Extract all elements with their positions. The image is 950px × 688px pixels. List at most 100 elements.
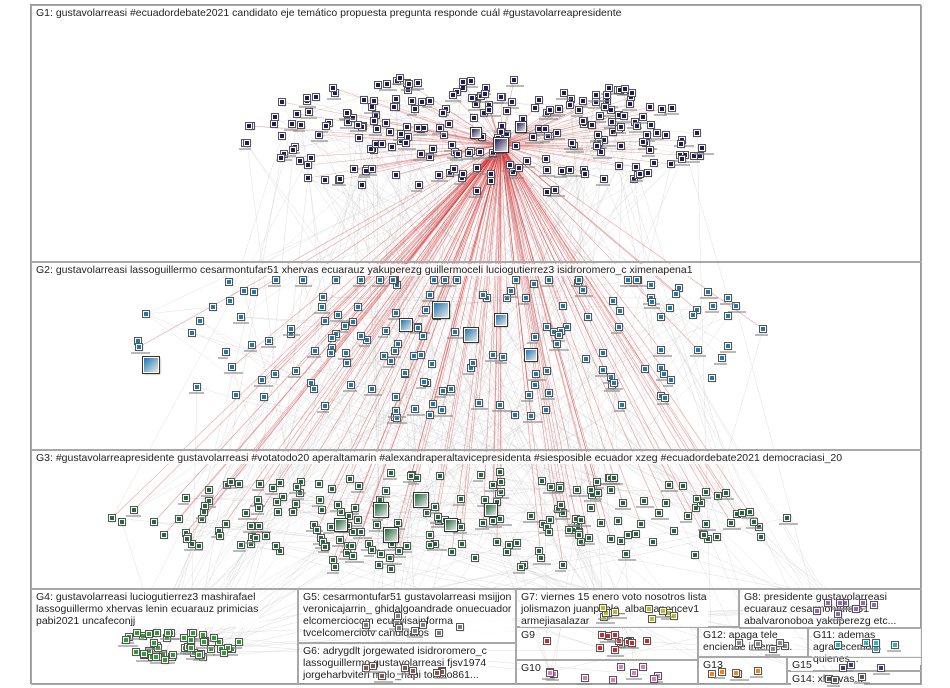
node-g3[interactable] <box>670 527 678 535</box>
node-g2[interactable] <box>496 401 504 409</box>
node-g4[interactable] <box>195 651 203 659</box>
node-g3[interactable] <box>545 528 553 536</box>
node-g1[interactable] <box>454 150 462 158</box>
node-g2[interactable] <box>260 393 268 401</box>
node-g1[interactable] <box>271 113 279 121</box>
node-g1[interactable] <box>600 175 608 183</box>
node-g3[interactable] <box>334 501 342 509</box>
node-g1[interactable] <box>418 98 426 106</box>
node-g3[interactable] <box>403 542 411 550</box>
node-g3[interactable] <box>471 554 479 562</box>
node-g2[interactable] <box>392 407 400 415</box>
node-g4[interactable] <box>210 634 218 642</box>
group-g6[interactable]: G6: adrygdlt jorgewated isidroromero_c l… <box>298 643 516 685</box>
node-g1[interactable] <box>555 105 563 113</box>
node-g2[interactable] <box>543 323 551 331</box>
node-g2[interactable] <box>342 349 350 357</box>
node-g2[interactable] <box>657 313 665 321</box>
node-g1[interactable] <box>667 160 675 168</box>
node-g3[interactable] <box>289 508 297 516</box>
node-g2[interactable] <box>332 330 340 338</box>
node-g3[interactable] <box>557 501 565 509</box>
node-g1[interactable] <box>414 124 422 132</box>
node-g3[interactable] <box>205 486 213 494</box>
node-g2[interactable] <box>718 354 726 362</box>
node-g1[interactable] <box>459 170 467 178</box>
node-g1[interactable] <box>603 91 611 99</box>
node-g1[interactable] <box>678 155 686 163</box>
node-g1[interactable] <box>560 89 568 97</box>
node-g3[interactable] <box>496 468 504 476</box>
node-g1[interactable] <box>278 98 286 106</box>
node-g2[interactable] <box>357 276 365 284</box>
node-g2[interactable] <box>394 340 402 348</box>
node-g2[interactable] <box>618 401 626 409</box>
node-g2[interactable] <box>429 400 437 408</box>
node-g4[interactable] <box>224 644 232 652</box>
node-g1[interactable] <box>426 97 434 105</box>
node-g2[interactable] <box>527 412 535 420</box>
node-g2[interactable] <box>225 278 233 286</box>
node-g1[interactable] <box>646 103 654 111</box>
node-g3[interactable] <box>702 520 710 528</box>
node-g1[interactable] <box>508 98 516 106</box>
node-g14[interactable] <box>831 676 839 684</box>
node-g9[interactable] <box>598 631 606 639</box>
node-g3[interactable] <box>242 509 250 517</box>
node-g2[interactable] <box>196 317 204 325</box>
node-g3[interactable] <box>702 488 710 496</box>
node-g3[interactable] <box>497 488 505 496</box>
node-g3[interactable] <box>118 518 126 526</box>
node-g2[interactable] <box>410 352 418 360</box>
node-g2[interactable] <box>522 294 530 302</box>
node-g2[interactable] <box>321 402 329 410</box>
node-g13[interactable] <box>754 667 762 675</box>
node-g3[interactable] <box>649 538 657 546</box>
node-g3[interactable] <box>200 508 208 516</box>
group-g7[interactable]: G7: viernes 15 enero voto nosotros lista… <box>516 589 739 627</box>
node-g4[interactable] <box>145 630 153 638</box>
node-g1[interactable] <box>392 95 400 103</box>
node-g1[interactable] <box>543 188 551 196</box>
node-g1[interactable] <box>336 175 344 183</box>
node-g2[interactable] <box>616 307 624 315</box>
node-g1[interactable] <box>329 84 337 92</box>
node-g1[interactable] <box>280 150 288 158</box>
node-g3[interactable] <box>457 495 465 503</box>
node-g1[interactable] <box>647 121 655 129</box>
node-g1[interactable] <box>581 170 589 178</box>
node-g3[interactable] <box>497 478 505 486</box>
node-g3[interactable] <box>328 485 336 493</box>
node-g1[interactable] <box>312 93 320 101</box>
node-g2[interactable] <box>542 406 550 414</box>
group-g15[interactable]: G15 <box>787 657 922 671</box>
profile-node-g3[interactable] <box>383 527 399 543</box>
node-g1[interactable] <box>402 139 410 147</box>
node-g1[interactable] <box>509 168 517 176</box>
node-g3[interactable] <box>692 504 700 512</box>
node-g3[interactable] <box>593 478 601 486</box>
node-g1[interactable] <box>378 140 386 148</box>
node-g3[interactable] <box>746 508 754 516</box>
node-g3[interactable] <box>505 541 513 549</box>
node-g2[interactable] <box>417 351 425 359</box>
node-g1[interactable] <box>373 125 381 133</box>
node-g3[interactable] <box>513 539 521 547</box>
node-g1[interactable] <box>368 165 376 173</box>
node-g2[interactable] <box>633 276 641 284</box>
node-g2[interactable] <box>318 303 326 311</box>
node-g1[interactable] <box>403 123 411 131</box>
node-g1[interactable] <box>420 124 428 132</box>
node-g2[interactable] <box>310 385 318 393</box>
node-g3[interactable] <box>496 515 504 523</box>
node-g4[interactable] <box>220 649 228 657</box>
node-g3[interactable] <box>722 489 730 497</box>
node-g1[interactable] <box>485 106 493 114</box>
node-g2[interactable] <box>453 276 461 284</box>
node-g2[interactable] <box>134 337 142 345</box>
node-g3[interactable] <box>201 502 209 510</box>
node-g3[interactable] <box>252 534 260 542</box>
node-g12[interactable] <box>769 645 777 653</box>
node-g3[interactable] <box>247 540 255 548</box>
node-g3[interactable] <box>622 550 630 558</box>
